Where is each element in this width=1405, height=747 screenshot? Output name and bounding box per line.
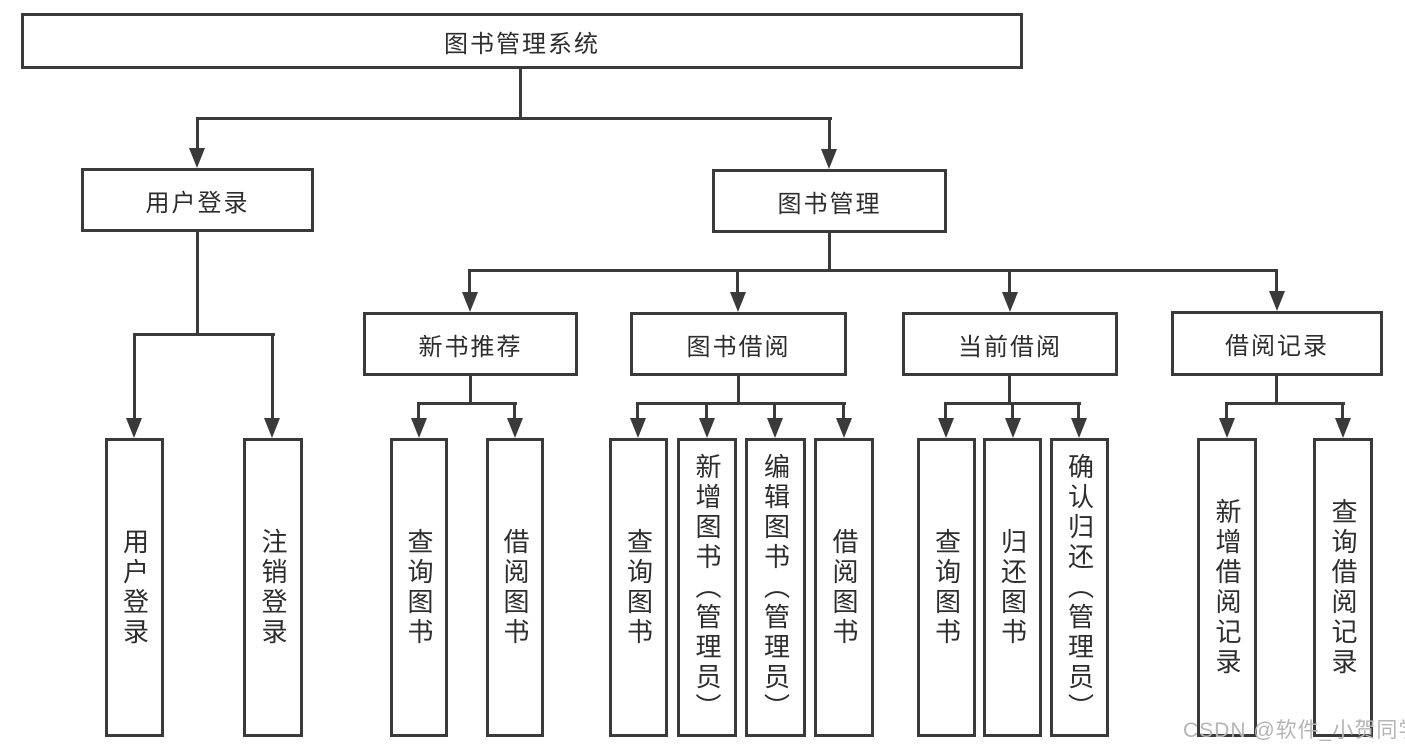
arrow-down-icon bbox=[1005, 418, 1021, 438]
connector-root-hbar bbox=[196, 117, 832, 120]
arrow-down-icon bbox=[836, 418, 852, 438]
connector-current-vline bbox=[1008, 376, 1011, 404]
connector-borrow-vline bbox=[737, 376, 740, 404]
connector-borrow-stem-4 bbox=[842, 402, 845, 419]
leaf-add-borrow-record: 新增借阅记录 bbox=[1197, 438, 1257, 737]
csdn-watermark: CSDN @软件_小贺同学 bbox=[1183, 719, 1405, 742]
connector-current-stem-1 bbox=[944, 402, 947, 419]
connector-borrow-stem-1 bbox=[636, 402, 639, 419]
leaf-add-books-admin-label: 新增图书（管理员） bbox=[692, 452, 722, 723]
arrow-down-icon bbox=[1219, 418, 1235, 438]
leaf-query-books-recommend-label: 查询图书 bbox=[404, 527, 434, 648]
connector-userlogin-hbar bbox=[133, 333, 275, 336]
connector-recommend-vline bbox=[469, 376, 472, 404]
arrow-down-icon bbox=[767, 418, 783, 438]
arrow-down-icon bbox=[1002, 292, 1018, 312]
leaf-borrow-books-label: 借阅图书 bbox=[829, 527, 859, 648]
leaf-return-books: 归还图书 bbox=[983, 438, 1042, 737]
arrow-down-icon bbox=[1269, 291, 1285, 311]
connector-recommend-stem-1 bbox=[417, 402, 420, 419]
arrow-down-icon bbox=[630, 418, 646, 438]
node-user-login-label: 用户登录 bbox=[145, 189, 250, 217]
node-book-borrow: 图书借阅 bbox=[630, 312, 847, 376]
leaf-borrow-books-recommend-label: 借阅图书 bbox=[500, 527, 530, 648]
connector-recommend-hbar bbox=[417, 402, 517, 405]
connector-bookmgmt-stem-2 bbox=[736, 269, 739, 294]
connector-recommend-stem-2 bbox=[513, 402, 516, 419]
connector-borrow-stem-3 bbox=[773, 402, 776, 419]
arrow-down-icon bbox=[189, 148, 205, 168]
leaf-query-books-borrow: 查询图书 bbox=[609, 438, 668, 737]
leaf-borrow-books: 借阅图书 bbox=[814, 438, 874, 737]
leaf-confirm-return-admin-label: 确认归还（管理员） bbox=[1064, 452, 1095, 723]
node-root: 图书管理系统 bbox=[21, 13, 1023, 69]
arrow-down-icon bbox=[1335, 418, 1351, 438]
arrow-down-icon bbox=[821, 149, 837, 169]
node-book-borrow-label: 图书借阅 bbox=[686, 333, 791, 361]
node-borrow-records: 借阅记录 bbox=[1171, 311, 1383, 376]
leaf-edit-books-admin: 编辑图书（管理员） bbox=[745, 438, 806, 737]
connector-records-hbar bbox=[1225, 402, 1345, 405]
connector-bookmgmt-stem-4 bbox=[1275, 269, 1278, 294]
arrow-down-icon bbox=[730, 292, 746, 312]
connector-root-vline bbox=[519, 69, 522, 119]
connector-records-vline bbox=[1275, 376, 1278, 404]
leaf-query-books-borrow-label: 查询图书 bbox=[623, 527, 654, 648]
connector-records-stem-2 bbox=[1341, 402, 1344, 419]
leaf-user-login-label: 用户登录 bbox=[119, 527, 150, 648]
node-root-label: 图书管理系统 bbox=[444, 30, 600, 58]
connector-records-stem-1 bbox=[1225, 402, 1228, 419]
leaf-logout: 注销登录 bbox=[243, 438, 303, 737]
leaf-logout-label: 注销登录 bbox=[258, 527, 288, 648]
node-book-management-label: 图书管理 bbox=[777, 190, 882, 218]
node-new-book-recommend: 新书推荐 bbox=[363, 312, 578, 376]
arrow-down-icon bbox=[264, 418, 280, 438]
node-user-login: 用户登录 bbox=[81, 168, 314, 232]
leaf-query-books-current: 查询图书 bbox=[917, 438, 976, 737]
leaf-confirm-return-admin: 确认归还（管理员） bbox=[1050, 438, 1109, 737]
connector-current-stem-2 bbox=[1011, 402, 1014, 419]
arrow-down-icon bbox=[938, 418, 954, 438]
node-current-borrow: 当前借阅 bbox=[902, 312, 1118, 376]
connector-current-stem-3 bbox=[1077, 402, 1080, 419]
node-new-book-recommend-label: 新书推荐 bbox=[418, 333, 523, 361]
node-borrow-records-label: 借阅记录 bbox=[1225, 333, 1329, 360]
connector-bookmgmt-stem-1 bbox=[468, 269, 471, 294]
leaf-return-books-label: 归还图书 bbox=[997, 527, 1028, 648]
connector-userlogin-stem-2 bbox=[271, 333, 274, 420]
leaf-query-books-recommend: 查询图书 bbox=[390, 438, 448, 737]
node-book-management: 图书管理 bbox=[712, 169, 947, 233]
connector-bookmgmt-hbar bbox=[468, 269, 1278, 272]
arrow-down-icon bbox=[507, 418, 523, 438]
connector-bookmgmt-vline bbox=[828, 233, 831, 271]
connector-borrow-hbar bbox=[636, 402, 846, 405]
arrow-down-icon bbox=[411, 418, 427, 438]
arrow-down-icon bbox=[699, 418, 715, 438]
leaf-add-books-admin: 新增图书（管理员） bbox=[677, 438, 737, 737]
arrow-down-icon bbox=[126, 418, 142, 438]
leaf-query-borrow-record-label: 查询借阅记录 bbox=[1328, 497, 1358, 678]
arrow-down-icon bbox=[1071, 418, 1087, 438]
node-current-borrow-label: 当前借阅 bbox=[958, 333, 1062, 361]
connector-userlogin-stem-1 bbox=[133, 333, 136, 420]
connector-borrow-stem-2 bbox=[705, 402, 708, 419]
connector-userlogin-vline bbox=[196, 232, 199, 335]
connector-bookmgmt-stem-3 bbox=[1008, 269, 1011, 294]
connector-root-stem-left bbox=[196, 117, 199, 150]
leaf-edit-books-admin-label: 编辑图书（管理员） bbox=[760, 452, 791, 723]
arrow-down-icon bbox=[462, 292, 478, 312]
leaf-add-borrow-record-label: 新增借阅记录 bbox=[1212, 497, 1242, 678]
leaf-query-books-current-label: 查询图书 bbox=[931, 527, 962, 648]
leaf-user-login: 用户登录 bbox=[105, 438, 164, 737]
leaf-query-borrow-record: 查询借阅记录 bbox=[1313, 438, 1373, 737]
leaf-borrow-books-recommend: 借阅图书 bbox=[486, 438, 544, 737]
connector-root-stem-right bbox=[828, 117, 831, 151]
